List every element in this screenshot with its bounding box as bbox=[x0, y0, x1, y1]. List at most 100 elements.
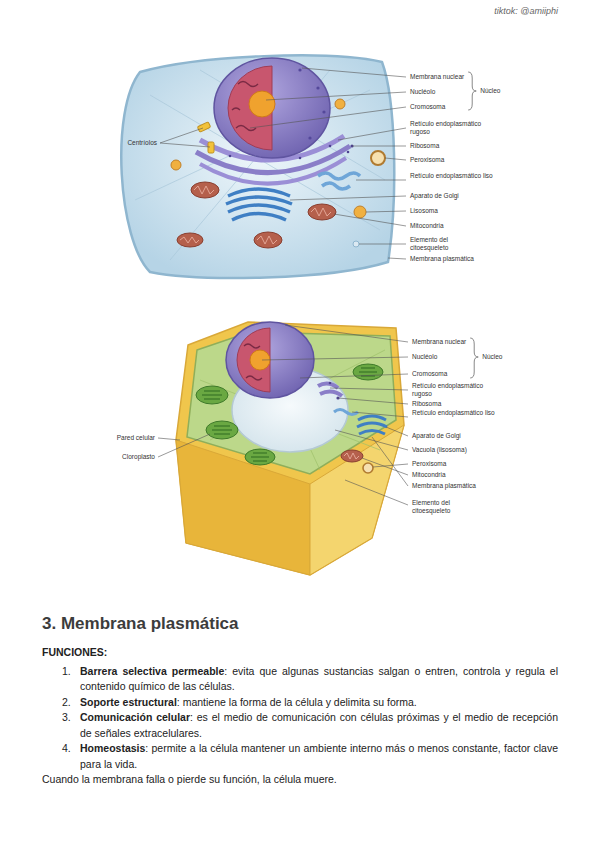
animal-cell bbox=[121, 55, 394, 278]
leader-line bbox=[352, 146, 406, 147]
golgi bbox=[357, 416, 387, 434]
list-number: 1. bbox=[62, 664, 71, 680]
part-label: Elemento del citoesqueleto bbox=[410, 236, 462, 252]
centrioles bbox=[197, 122, 214, 153]
part-label: Pared celular bbox=[117, 434, 155, 442]
list-number: 2. bbox=[62, 695, 71, 711]
vesicle bbox=[353, 241, 359, 247]
nucleus bbox=[214, 58, 330, 158]
leader-line bbox=[359, 244, 406, 245]
lysosome bbox=[354, 206, 366, 218]
part-label: Aparato de Golgi bbox=[410, 192, 459, 200]
term: Comunicación celular bbox=[80, 711, 190, 723]
lysosome bbox=[171, 160, 181, 170]
list-item: 3.Comunicación celular: es el medio de c… bbox=[42, 710, 558, 741]
leader-line bbox=[388, 258, 406, 259]
part-label: Retículo endoplasmático liso bbox=[412, 409, 496, 417]
leader-line bbox=[250, 107, 406, 128]
part-label: Lisosoma bbox=[410, 207, 438, 215]
note: Cuando la membrana falla o pierde su fun… bbox=[42, 772, 558, 788]
golgi-cisterna bbox=[359, 431, 385, 435]
mitochondrion bbox=[308, 204, 336, 220]
plant-cell bbox=[176, 322, 404, 575]
pore bbox=[322, 110, 325, 113]
text-body: FUNCIONES: 1. Barrera selectiva permeable:… bbox=[42, 645, 558, 788]
leader-line bbox=[266, 92, 406, 100]
cristae bbox=[257, 236, 277, 244]
definition: : permite a la célula mantener un ambien… bbox=[80, 742, 558, 770]
part-label: Nucléolo bbox=[410, 88, 435, 96]
part-label: Ribosoma bbox=[410, 142, 439, 150]
leader-line bbox=[335, 430, 408, 450]
mitochondrion bbox=[177, 233, 203, 247]
leader-line bbox=[302, 68, 406, 77]
leader-line bbox=[160, 128, 210, 147]
mitochondrion bbox=[254, 232, 282, 248]
leader-line bbox=[290, 196, 406, 200]
golgi-cisterna bbox=[228, 205, 290, 212]
list-item: 4. Homeostasis: permite a la célula mante… bbox=[42, 741, 558, 772]
pore bbox=[298, 68, 301, 71]
ribosome bbox=[299, 157, 302, 160]
golgi-cisterna bbox=[228, 189, 290, 196]
thylakoid bbox=[202, 391, 222, 399]
mitochondrion bbox=[191, 182, 219, 198]
chloroplast bbox=[196, 386, 228, 404]
golgi-cisterna bbox=[358, 416, 386, 420]
part-label: Membrana nuclear bbox=[410, 73, 464, 81]
part-label: Retículo endoplasmático rugoso bbox=[410, 120, 494, 136]
leader-line bbox=[338, 128, 406, 140]
nuclear-envelope bbox=[214, 58, 330, 158]
rough-er bbox=[200, 158, 346, 184]
ribosome bbox=[347, 151, 350, 154]
leader-line bbox=[330, 388, 408, 390]
part-label: Retículo endoplasmático liso bbox=[410, 172, 494, 180]
term: Soporte estructural bbox=[80, 696, 177, 708]
leader-line bbox=[385, 158, 406, 160]
cell-wall bbox=[176, 322, 404, 575]
list-number: 3. bbox=[62, 710, 71, 726]
term: Barrera selectiva permeable bbox=[80, 665, 224, 677]
section-heading: 3. Membrana plasmática bbox=[42, 613, 239, 634]
ribosome bbox=[329, 382, 332, 385]
list-number: 4. bbox=[62, 741, 71, 757]
cell-membrane bbox=[121, 55, 394, 278]
subheading: FUNCIONES: bbox=[42, 645, 558, 661]
thylakoid bbox=[212, 426, 232, 434]
cristae bbox=[194, 186, 214, 194]
part-label: Membrana nuclear bbox=[412, 338, 466, 346]
chloroplast bbox=[206, 421, 238, 439]
part-label: Mitocondria bbox=[410, 222, 444, 230]
cristae bbox=[180, 237, 199, 243]
mitochondria bbox=[177, 182, 336, 248]
part-label: Cromosoma bbox=[410, 103, 445, 111]
golgi-cisterna bbox=[357, 423, 387, 427]
part-label: Nucléolo bbox=[412, 353, 437, 361]
leader-lines bbox=[158, 68, 408, 505]
part-label: Peroxisoma bbox=[412, 460, 446, 468]
part-label: Cromosoma bbox=[412, 370, 447, 378]
part-label: Centríolos bbox=[127, 139, 157, 147]
part-label: Vacuola (lisosoma) bbox=[412, 446, 467, 454]
nucleolus bbox=[249, 91, 275, 117]
bracket bbox=[470, 338, 478, 378]
cristae bbox=[311, 208, 331, 216]
part-label: Aparato de Golgi bbox=[412, 432, 461, 440]
ribosome bbox=[229, 155, 232, 158]
term: Homeostasis bbox=[80, 742, 145, 754]
leader-line bbox=[285, 325, 408, 342]
part-label: Membrana plasmática bbox=[412, 482, 476, 490]
peroxisome bbox=[363, 463, 373, 473]
leader-line bbox=[158, 434, 210, 457]
rough-er bbox=[318, 383, 342, 396]
golgi bbox=[226, 189, 292, 220]
mitochondrion bbox=[341, 450, 363, 462]
leader-line bbox=[373, 464, 408, 467]
cytoskeleton bbox=[135, 70, 385, 260]
pore bbox=[308, 136, 311, 139]
cristae bbox=[344, 453, 359, 459]
thylakoid bbox=[251, 453, 269, 461]
golgi-cisterna bbox=[226, 197, 292, 204]
ribosome bbox=[329, 145, 332, 148]
pore bbox=[316, 86, 319, 89]
